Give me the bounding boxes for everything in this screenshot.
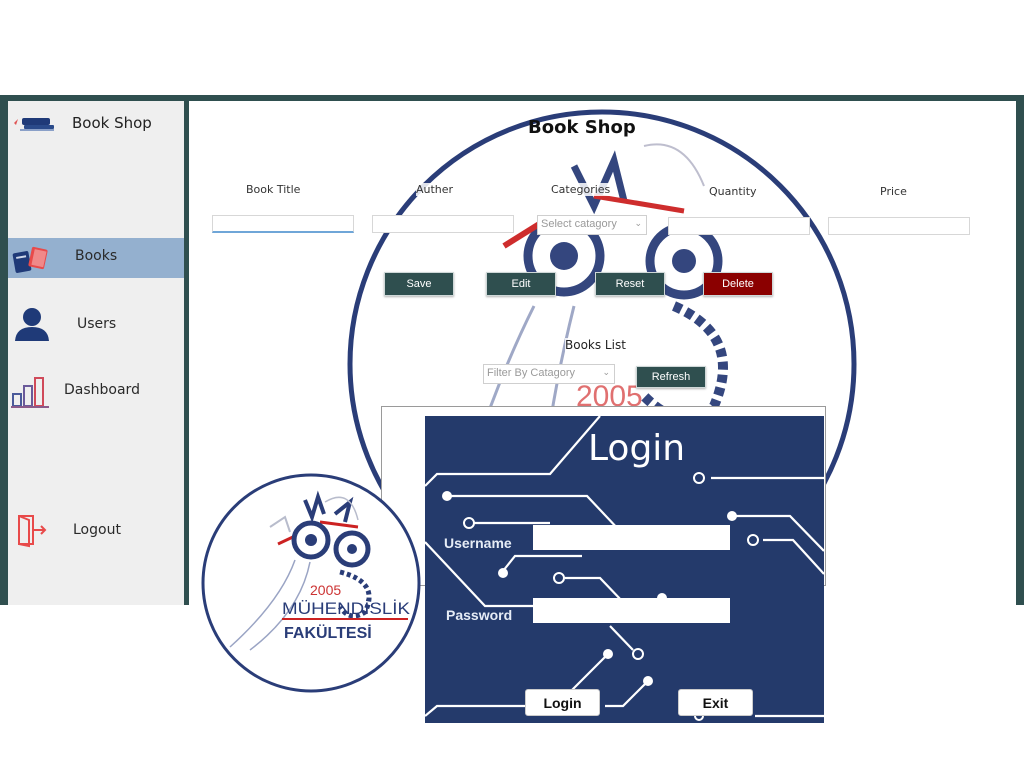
sidebar-item-logout-label: Logout: [73, 522, 121, 538]
price-label: Price: [880, 185, 907, 198]
page-title: Book Shop: [528, 117, 636, 138]
category-select[interactable]: Select catagory ⌄: [537, 215, 647, 235]
books-icon: [12, 246, 48, 273]
password-label: Password: [446, 607, 513, 623]
save-button[interactable]: Save: [384, 272, 454, 296]
book-shop-logo-icon: [14, 118, 54, 131]
chevron-down-icon: ⌄: [634, 218, 642, 228]
password-input[interactable]: [533, 598, 730, 623]
sidebar-item-users[interactable]: Users: [8, 303, 184, 343]
categories-label: Categories: [551, 183, 611, 196]
author-input[interactable]: [372, 215, 514, 233]
logo-year: 2005: [310, 582, 341, 598]
category-select-value: Select catagory: [541, 218, 617, 230]
bar-chart-icon: [11, 377, 49, 408]
delete-button[interactable]: Delete: [703, 272, 773, 296]
user-icon: [15, 308, 49, 341]
exit-button[interactable]: Exit: [678, 689, 753, 716]
price-input[interactable]: [828, 217, 970, 235]
logout-door-icon: [18, 515, 47, 548]
sidebar: [8, 101, 184, 605]
refresh-button[interactable]: Refresh: [636, 366, 706, 388]
filter-category-select[interactable]: Filter By Catagory ⌄: [483, 364, 615, 384]
sidebar-item-dashboard[interactable]: Dashboard: [8, 370, 184, 410]
username-label: Username: [444, 535, 512, 551]
quantity-label: Quantity: [709, 185, 757, 198]
author-label: Auther: [416, 183, 454, 196]
book-title-label: Book Title: [246, 183, 301, 196]
login-title: Login: [588, 428, 686, 469]
reset-button[interactable]: Reset: [595, 272, 665, 296]
sidebar-item-books[interactable]: Books: [8, 238, 184, 278]
books-list-title: Books List: [565, 338, 626, 352]
logo-line1: MÜHENDİSLİK: [282, 599, 411, 618]
sidebar-item-books-label: Books: [75, 248, 118, 264]
chevron-down-icon: ⌄: [602, 367, 610, 377]
login-button[interactable]: Login: [525, 689, 600, 716]
logo-line2: FAKÜLTESİ: [284, 623, 372, 642]
book-title-input[interactable]: [212, 215, 354, 233]
filter-category-value: Filter By Catagory: [487, 367, 576, 379]
edit-button[interactable]: Edit: [486, 272, 556, 296]
brand-title: Book Shop: [72, 114, 152, 132]
circuit-pattern-decoration: [425, 416, 824, 721]
quantity-input[interactable]: [668, 217, 810, 235]
sidebar-item-logout[interactable]: Logout: [8, 510, 184, 550]
sidebar-item-dashboard-label: Dashboard: [64, 382, 140, 398]
login-panel: [425, 416, 824, 723]
faculty-logo: 2005 MÜHENDİSLİK FAKÜLTESİ: [201, 473, 421, 693]
sidebar-item-users-label: Users: [77, 316, 117, 332]
username-input[interactable]: [533, 525, 730, 550]
